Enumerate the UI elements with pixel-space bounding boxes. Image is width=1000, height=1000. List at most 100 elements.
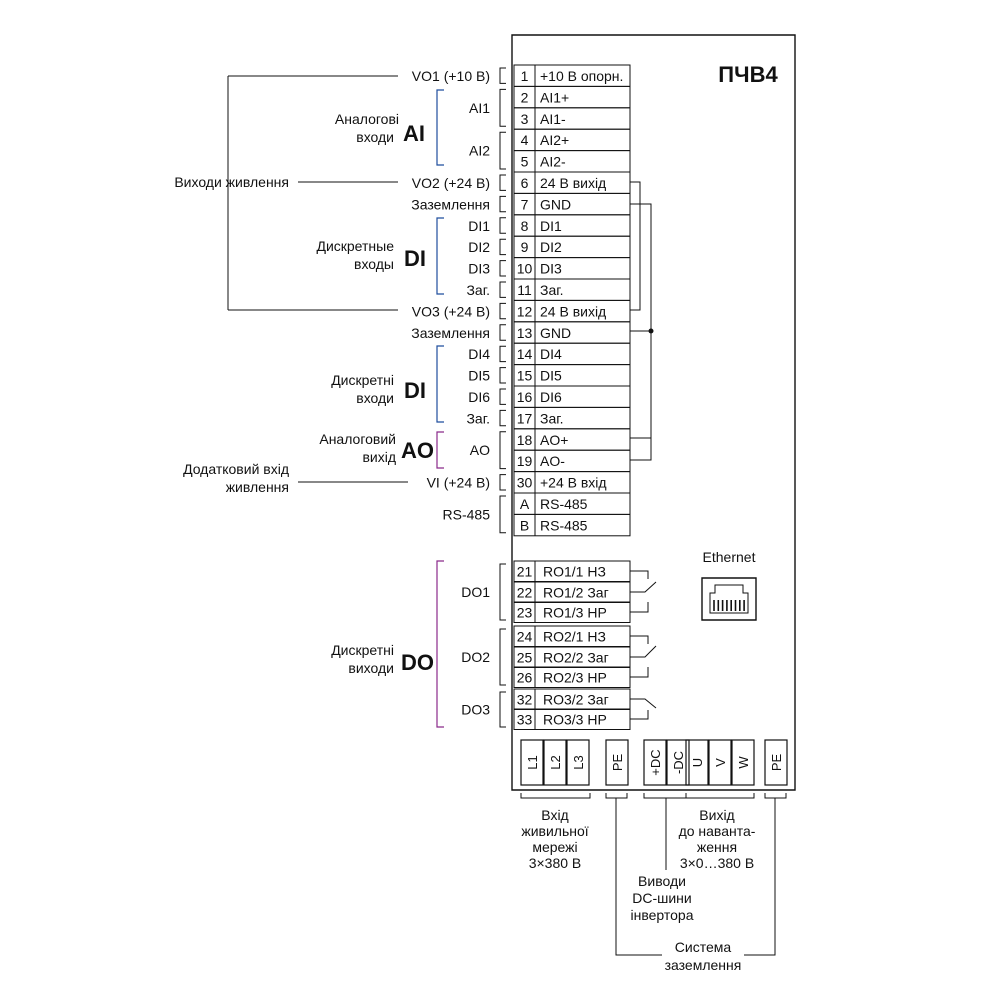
terminal-number: 4: [521, 132, 529, 148]
relay-number: 32: [517, 692, 533, 708]
svg-text:DO: DO: [401, 650, 434, 675]
svg-text:Аналоговий: Аналоговий: [319, 431, 396, 447]
terminal-label: AI2+: [540, 132, 569, 148]
terminal-number: 17: [517, 410, 533, 426]
signal-bracket: [499, 474, 506, 491]
relay-label: RO1/3 НР: [543, 605, 607, 621]
terminal-label: DI4: [540, 346, 562, 362]
terminal-number: 12: [517, 303, 533, 319]
svg-text:AI: AI: [403, 121, 425, 146]
svg-text:входи: входи: [356, 390, 394, 406]
signal-bracket: [499, 409, 506, 427]
terminal-number: 1: [521, 68, 529, 84]
relay-group-label: DO1: [461, 584, 490, 600]
output-label: Вихід до наванта- ження 3×0…380 В: [679, 807, 756, 871]
terminal-row: 30+24 В вхід: [513, 471, 631, 494]
signal-label: DI2: [468, 239, 490, 255]
ethernet-port-icon: [701, 577, 757, 621]
signal-bracket: [499, 345, 506, 363]
signal-bracket: [499, 195, 506, 213]
relay-label: RO1/1 НЗ: [543, 564, 606, 580]
relay-bracket: [499, 691, 506, 728]
power-output-lines: [227, 75, 408, 483]
power-terminal: L3: [566, 739, 590, 786]
relay-number: 25: [517, 650, 533, 666]
terminal-row: 18 AO+: [513, 428, 631, 451]
svg-text:Дискретні: Дискретні: [331, 642, 394, 658]
terminal-number: 10: [517, 261, 533, 277]
power-terminal-label: +DC: [648, 749, 663, 775]
svg-text:ження: ження: [697, 839, 737, 855]
relay-contacts: [630, 570, 657, 720]
relay-number: 22: [517, 585, 533, 601]
terminal-label: 24 В вихід: [540, 175, 606, 191]
signal-label: DI4: [468, 346, 490, 362]
power-terminal-label: L2: [548, 755, 563, 769]
relay-1-contact: [630, 570, 657, 613]
signal-label: VO3 (+24 В): [412, 303, 490, 319]
power-terminal-label: PE: [610, 754, 625, 772]
terminal-label: AI1+: [540, 89, 569, 105]
aux-input-label-1: Додатковий вхід: [183, 461, 289, 477]
pair-bracket: [499, 431, 506, 470]
relay-number: 26: [517, 670, 533, 686]
signal-label: Заземлення: [411, 196, 490, 212]
pair-label: AO: [470, 442, 490, 458]
group-ao: Аналоговий вихід AO: [319, 431, 434, 465]
ground-label: Система заземлення: [665, 939, 742, 973]
mains-label: Вхід живильної мережі 3×380 В: [521, 807, 588, 871]
power-terminal: PE: [764, 739, 788, 786]
power-terminal-label: W: [736, 756, 751, 769]
svg-text:входи: входи: [356, 129, 394, 145]
signal-label: DI3: [468, 261, 490, 277]
link-24v: [630, 181, 641, 311]
terminal-label: DI2: [540, 239, 562, 255]
group-do: Дискретні виходи DO: [331, 642, 434, 676]
terminal-number: A: [520, 496, 530, 512]
terminal-number: 13: [517, 325, 533, 341]
signal-label: DI1: [468, 218, 490, 234]
group-ai: Аналогові входи AI: [335, 111, 425, 146]
terminal-label: +10 В опорн.: [540, 68, 623, 84]
signal-label: DI6: [468, 389, 490, 405]
signal-bracket: [499, 217, 506, 234]
bracket-do: [436, 560, 444, 728]
terminal-number: 15: [517, 368, 533, 384]
junction-dot: [648, 328, 654, 334]
svg-text:Вихід: Вихід: [699, 807, 734, 823]
terminal-label: AO+: [540, 432, 568, 448]
terminal-number: 6: [521, 175, 529, 191]
power-terminal-label: L1: [525, 755, 540, 769]
internal-links: [630, 181, 654, 461]
pair-bracket: [499, 88, 506, 127]
power-terminal: V: [708, 739, 732, 786]
terminal-label: AI2-: [540, 154, 566, 170]
power-terminal: -DC: [666, 739, 690, 786]
terminal-number: 18: [517, 432, 533, 448]
svg-text:DI: DI: [404, 246, 426, 271]
signal-bracket: [499, 388, 506, 405]
signal-label: Заг.: [466, 410, 490, 426]
svg-text:3×380 В: 3×380 В: [529, 855, 582, 871]
power-terminal-label: V: [713, 758, 728, 767]
terminal-number: 7: [521, 196, 529, 212]
terminal-number: 9: [521, 239, 529, 255]
svg-text:мережі: мережі: [532, 839, 577, 855]
svg-text:заземлення: заземлення: [665, 957, 742, 973]
pair-label: RS-485: [443, 506, 491, 522]
